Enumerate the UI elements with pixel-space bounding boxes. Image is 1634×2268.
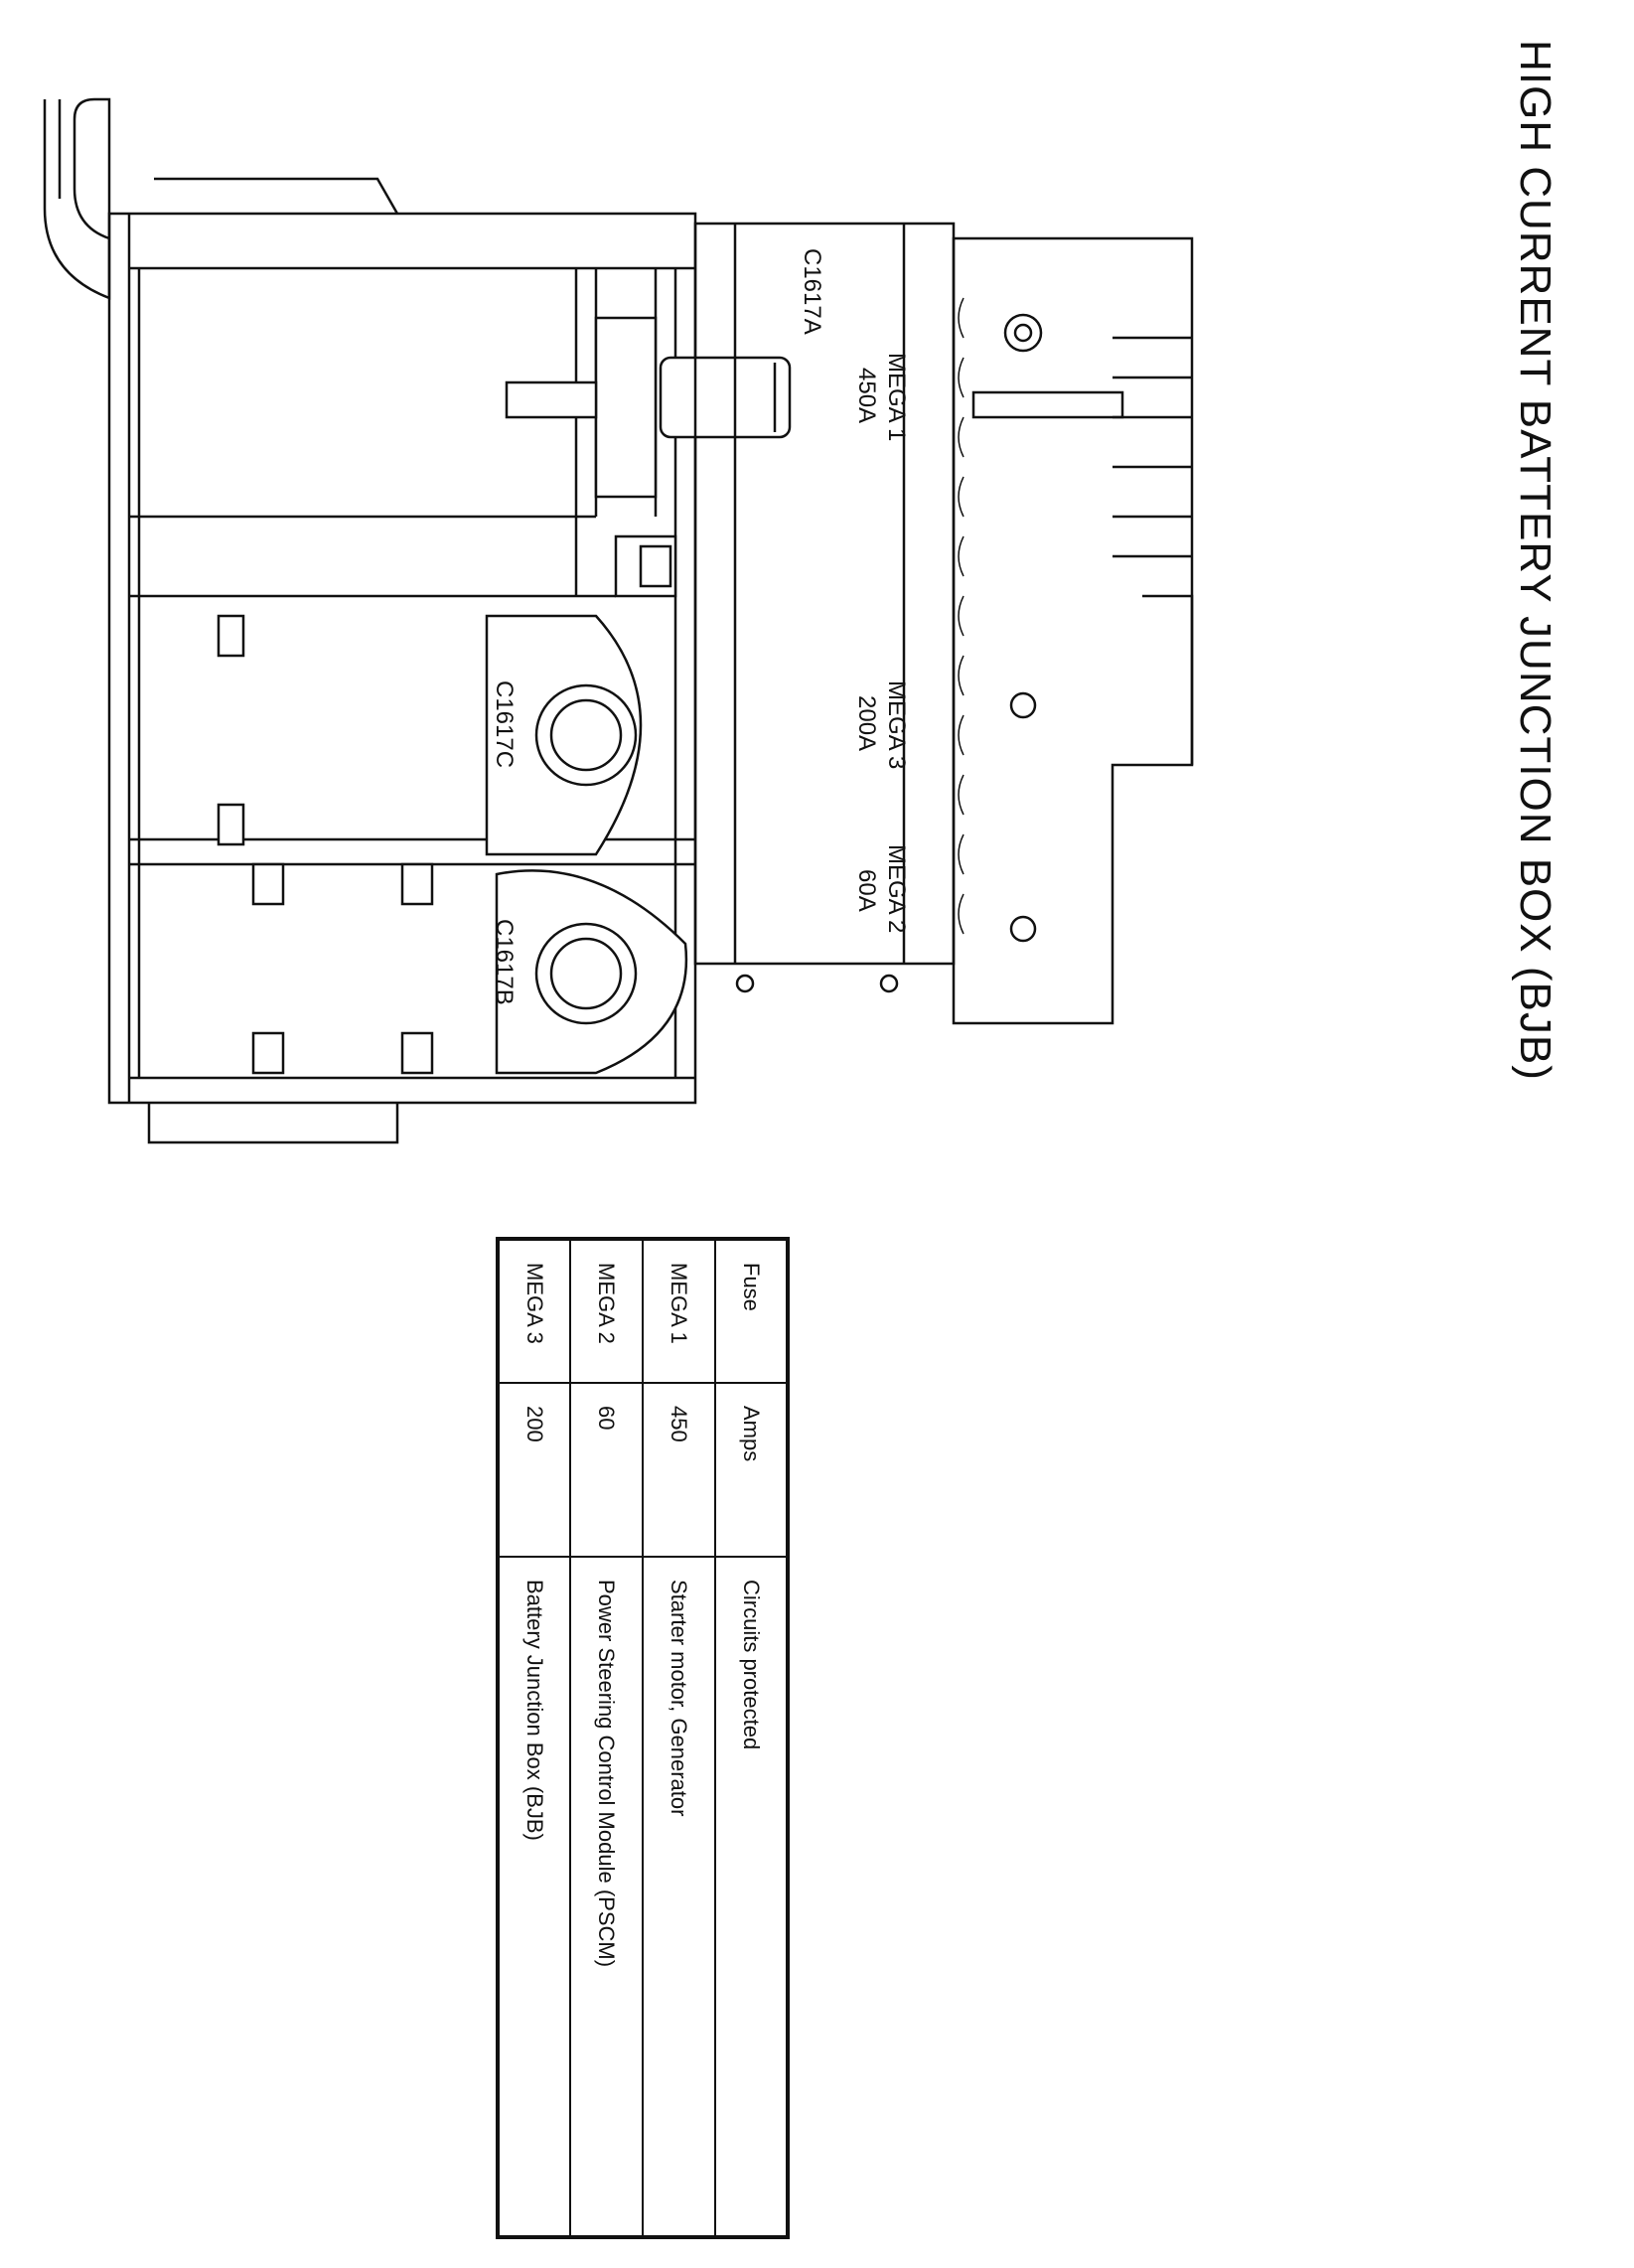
- cell-circuits: Battery Junction Box (BJB): [498, 1557, 570, 2237]
- clip-tab: [217, 803, 245, 846]
- mega1-terminal-block: [594, 316, 658, 499]
- fuse-rating-mega2: 60A: [853, 869, 880, 912]
- cell-fuse: MEGA 1: [643, 1239, 715, 1383]
- cell-circuits: Power Steering Control Module (PSCM): [570, 1557, 643, 2237]
- connector-label-c1617b: C1617B: [491, 919, 518, 1005]
- header-circuits: Circuits protected: [715, 1557, 788, 2237]
- fuse-label-mega1: MEGA 1: [883, 353, 910, 441]
- heatsink-ribs: [1113, 336, 1192, 558]
- fuse-table: Fuse Amps Circuits protected MEGA 1 450 …: [496, 1237, 790, 2239]
- cell-amps: 60: [570, 1383, 643, 1557]
- latch-square-inner: [639, 544, 672, 588]
- fuse-rating-mega1: 450A: [853, 368, 880, 423]
- heatsink-edge: [1142, 594, 1194, 765]
- heatsink-slot: [971, 390, 1124, 419]
- mega1-bolt: [659, 356, 792, 439]
- cell-circuits: Starter motor, Generator: [643, 1557, 715, 2237]
- table-row: MEGA 3 200 Battery Junction Box (BJB): [498, 1239, 570, 2237]
- housing-bottom-tab: [147, 1103, 399, 1144]
- header-amps: Amps: [715, 1383, 788, 1557]
- cell-amps: 450: [643, 1383, 715, 1557]
- table-row: MEGA 2 60 Power Steering Control Module …: [570, 1239, 643, 2237]
- heatsink-hole: [1003, 313, 1043, 353]
- housing-top-tab: [154, 177, 399, 215]
- fuse-rating-mega3: 200A: [853, 695, 880, 751]
- rivet: [735, 974, 755, 993]
- rivet: [879, 974, 899, 993]
- clip-tab: [400, 862, 434, 906]
- mount-hook: [43, 97, 111, 300]
- clip-tab: [251, 1031, 285, 1075]
- clip-tab: [217, 614, 245, 658]
- heatsink-fins: [958, 297, 965, 935]
- fuse-label-mega3: MEGA 3: [883, 680, 910, 769]
- heatsink-body: [952, 236, 1194, 1025]
- heatsink-hole-inner: [1013, 323, 1033, 343]
- c1617b-stud-inner: [549, 937, 623, 1010]
- c1617c-stud-inner: [549, 698, 623, 772]
- table-header-row: Fuse Amps Circuits protected: [715, 1239, 788, 2237]
- cell-amps: 200: [498, 1383, 570, 1557]
- cell-fuse: MEGA 3: [498, 1239, 570, 1383]
- heatsink-hole: [1009, 915, 1037, 943]
- clip-tab: [251, 862, 285, 906]
- connector-label-c1617a: C1617A: [799, 248, 825, 335]
- table-row: MEGA 1 450 Starter motor, Generator: [643, 1239, 715, 2237]
- clip-tab: [400, 1031, 434, 1075]
- connector-label-c1617c: C1617C: [491, 680, 518, 768]
- heatsink-hole: [1009, 691, 1037, 719]
- cell-fuse: MEGA 2: [570, 1239, 643, 1383]
- fuse-label-mega2: MEGA 2: [883, 844, 910, 933]
- housing-outline: [107, 212, 697, 1105]
- header-fuse: Fuse: [715, 1239, 788, 1383]
- mega1-stud: [505, 380, 598, 419]
